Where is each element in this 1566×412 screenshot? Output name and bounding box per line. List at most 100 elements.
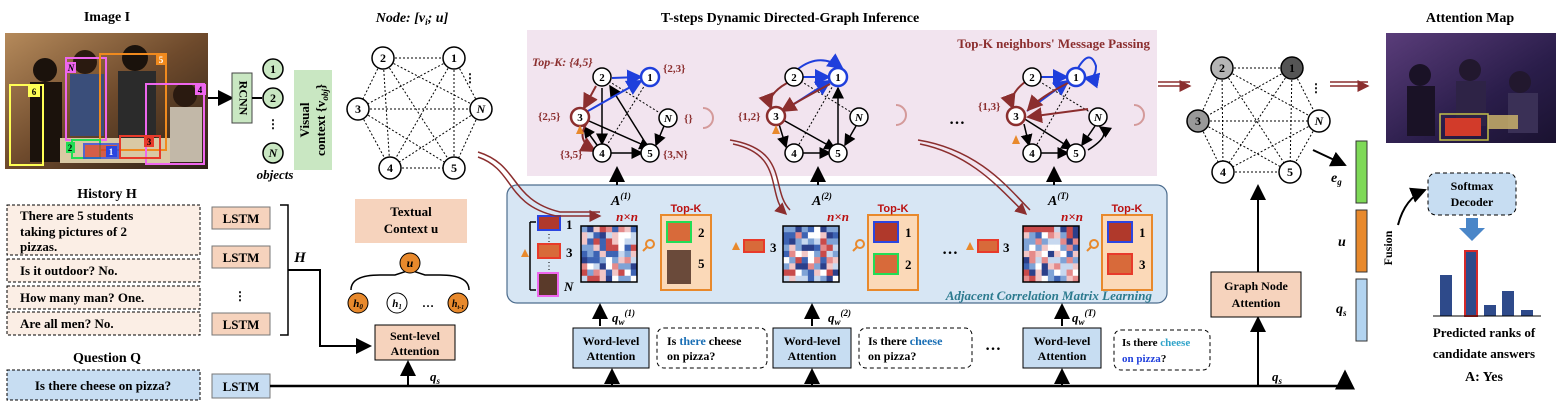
matrix-cell (587, 238, 594, 245)
svg-text:5: 5 (835, 148, 841, 160)
svg-text:on pizza?: on pizza? (868, 349, 916, 363)
matrix-cell (1041, 244, 1049, 252)
question-lstm-label: LSTM (223, 379, 260, 394)
svg-text:on pizza?: on pizza? (667, 349, 715, 363)
matrix-cell (624, 226, 632, 233)
svg-text:1: 1 (835, 72, 841, 84)
matrix-cell (587, 263, 594, 270)
matrix-cell (593, 238, 600, 245)
history-list: There are 5 students taking pictures of … (6, 204, 246, 336)
matrix-cell (618, 244, 625, 252)
matrix-cell (795, 250, 802, 258)
matrix-cell (599, 275, 607, 283)
matrix-cell (605, 257, 613, 264)
svg-text:2: 2 (599, 72, 605, 84)
topk-caption: Top-K: {4,5} (532, 55, 593, 69)
matrix-cell (612, 238, 619, 245)
matrix-cell (807, 232, 815, 239)
matrix-cell (624, 275, 632, 283)
matrix-cell (581, 263, 588, 270)
matrix-cell (1035, 263, 1042, 270)
svg-text:Attention: Attention (1038, 349, 1087, 363)
matrix-cell (807, 250, 815, 258)
svg-text:Top-K: Top-K (1112, 203, 1143, 215)
graph-node-attention-box (1210, 271, 1302, 318)
matrix-cell (587, 232, 594, 239)
matrix-border (1022, 225, 1080, 283)
matrix-cell (1041, 238, 1049, 245)
svg-text:3: 3 (355, 102, 361, 116)
matrix-cell (1035, 257, 1042, 264)
matrix-cell (599, 269, 607, 277)
svg-text:{3,5}: {3,5} (560, 149, 582, 161)
svg-text:{3,N}: {3,N} (663, 149, 688, 161)
svg-text:4: 4 (791, 148, 797, 160)
matrix-cell (599, 226, 607, 233)
matrix-cell (630, 226, 638, 233)
matrix-cell (593, 250, 600, 258)
matrix-cell (820, 250, 827, 258)
svg-text:3: 3 (770, 240, 777, 255)
matrix-cell (593, 244, 600, 252)
history-h-label: H (293, 250, 307, 266)
svg-text:4: 4 (387, 161, 393, 175)
svg-text:4: 4 (1220, 165, 1226, 179)
adjacency-dots: … (942, 241, 958, 258)
matrix-cell (630, 269, 638, 277)
matrix-cell (807, 263, 815, 270)
svg-text:A(1): A(1) (610, 191, 631, 209)
matrix-cell (1029, 238, 1036, 245)
matrix-cell (826, 275, 834, 283)
matrix-cell (612, 250, 619, 258)
history-to-sent-arrow (288, 269, 372, 354)
matrix-cell (587, 257, 594, 264)
matrix-cell (1047, 250, 1055, 258)
svg-text:taking pictures of 2: taking pictures of 2 (20, 224, 127, 239)
svg-text:2: 2 (380, 51, 386, 65)
matrix-cell (1066, 244, 1074, 252)
matrix-cell (801, 263, 809, 270)
svg-text:Attention: Attention (788, 349, 837, 363)
adjacency-step-1: 1 ⋮ 3 ⋮ N n×n A(1) Top-K 2 5 (521, 166, 712, 297)
matrix-cell (820, 232, 827, 239)
fusion-arrow (1397, 187, 1427, 226)
matrix-border (580, 225, 638, 283)
matrix-cell (1041, 250, 1049, 258)
svg-text:3: 3 (577, 112, 583, 124)
svg-text:4: 4 (1029, 148, 1035, 160)
matrix-cell (801, 238, 809, 245)
svg-text:N: N (854, 112, 864, 124)
textual-context-line2: Context u (384, 221, 439, 236)
adjacency-step-3: 3 n×n A(T) Top-K 1 3 (966, 166, 1153, 291)
matrix-cell (1072, 238, 1080, 245)
svg-text:2: 2 (791, 72, 797, 84)
matrix-cell (789, 226, 796, 233)
history-bracket (280, 204, 289, 336)
svg-text:3: 3 (1195, 114, 1201, 128)
matrix-cell (1029, 244, 1036, 252)
matrix-cell (599, 244, 607, 252)
matrix-cell (795, 257, 802, 264)
svg-text:{1,3}: {1,3} (978, 101, 1000, 113)
matrix-cell (1066, 257, 1074, 264)
svg-text:qw(1): qw(1) (612, 308, 635, 327)
question-box (6, 369, 201, 401)
matrix-cell (832, 232, 840, 239)
svg-text:N: N (67, 63, 75, 73)
sent-attention-box (374, 324, 456, 361)
matrix-cell (1047, 257, 1055, 264)
matrix-cell (814, 232, 821, 239)
matrix-cell (1060, 244, 1067, 252)
ranks-label2: candidate answers (1433, 346, 1535, 361)
svg-text:6: 6 (32, 87, 37, 97)
svg-text:1: 1 (1289, 61, 1295, 75)
word-attention-dots: … (985, 337, 1001, 354)
matrix-cell (1047, 226, 1055, 233)
matrix-cell (814, 263, 821, 270)
svg-text:2: 2 (698, 225, 705, 240)
attention-map-image (1386, 33, 1556, 143)
matrix-cell (826, 269, 834, 277)
adjacency-title: Adjacent Correlation Matrix Learning (945, 288, 1153, 303)
matrix-cell (581, 269, 588, 277)
matrix-cell (1023, 269, 1030, 277)
